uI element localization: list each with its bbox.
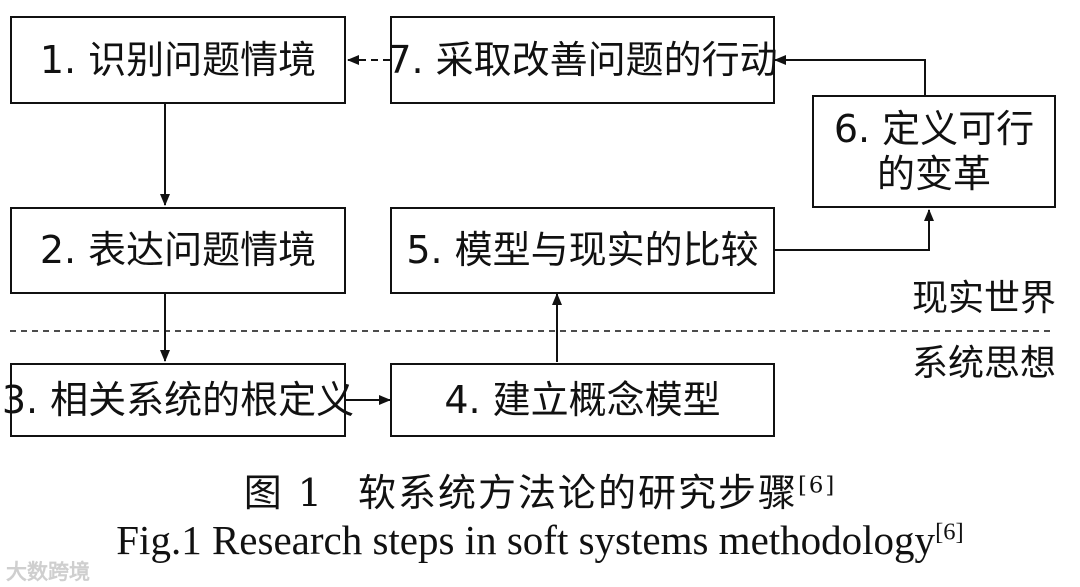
caption-cn-reference: [6]: [797, 472, 837, 499]
step-7-label: 7. 采取改善问题的行动: [387, 37, 778, 82]
caption-cn-title: 软系统方法论的研究步骤: [357, 471, 798, 515]
caption-en-title: Fig.1 Research steps in soft systems met…: [116, 517, 936, 563]
step-1-label: 1. 识别问题情境: [39, 37, 317, 82]
step-3-box: 3. 相关系统的根定义: [2, 363, 354, 437]
caption-cn-figure-number: 图 1: [243, 471, 324, 515]
arrow-6-to-7: [774, 55, 926, 95]
step-6-box: 6. 定义可行的变革: [812, 95, 1056, 208]
step-2-label: 2. 表达问题情境: [39, 228, 317, 273]
step-3-label: 3. 相关系统的根定义: [1, 377, 355, 422]
systems-thinking-label: 系统思想: [912, 343, 1057, 384]
step-2-box: 2. 表达问题情境: [10, 207, 346, 294]
step-5-box: 5. 模型与现实的比较: [390, 207, 775, 294]
step-6-label: 6. 定义可行的变革: [833, 106, 1035, 196]
caption-chinese: 图 1 软系统方法论的研究步骤[6]: [0, 462, 1080, 517]
watermark-logo: 大数跨境: [6, 556, 90, 586]
step-5-label: 5. 模型与现实的比较: [406, 228, 759, 273]
step-1-box: 1. 识别问题情境: [10, 16, 346, 104]
step-7-box: 7. 采取改善问题的行动: [387, 16, 778, 104]
caption-en-reference: [6]: [935, 518, 964, 546]
step-4-label: 4. 建立概念模型: [444, 377, 721, 422]
diagram-connectors: [10, 55, 1052, 405]
caption-english: Fig.1 Research steps in soft systems met…: [0, 516, 1080, 564]
watermark-text: 大数跨境: [6, 560, 90, 584]
real-world-label: 现实世界: [912, 278, 1057, 319]
arrow-5-to-6: [773, 209, 934, 251]
step-4-box: 4. 建立概念模型: [390, 363, 775, 437]
